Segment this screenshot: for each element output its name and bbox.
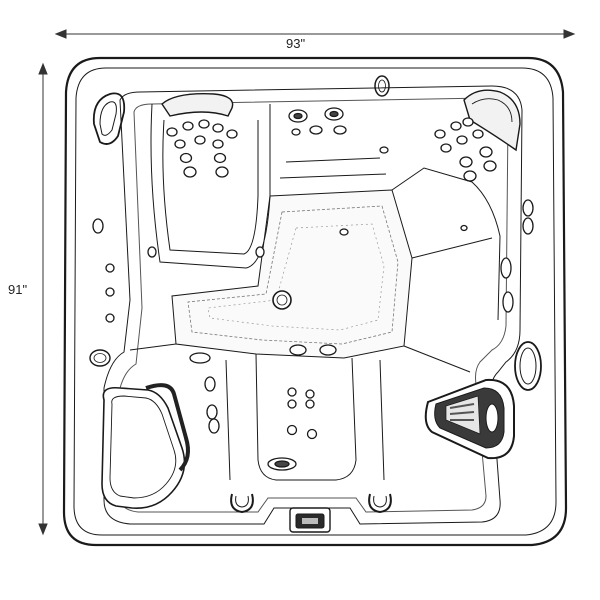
jets-left-wall bbox=[92, 218, 265, 323]
lounge-seat bbox=[101, 383, 190, 509]
width-dimension-label: 93" bbox=[286, 36, 306, 51]
jets-footwell bbox=[189, 228, 349, 364]
jets-bottom-left-seat bbox=[204, 376, 220, 434]
seat-dividers bbox=[129, 103, 501, 481]
jets-right-wall bbox=[460, 199, 534, 313]
step-handle-left bbox=[230, 493, 254, 514]
grab-handle-top bbox=[374, 75, 390, 97]
jets-bottom-center-seat bbox=[267, 387, 318, 471]
headrest-pillow-top-left bbox=[161, 93, 234, 117]
floor-drain bbox=[272, 290, 292, 310]
jets-top-left-seat bbox=[166, 119, 238, 178]
step-handle-right bbox=[368, 493, 392, 514]
interior-well bbox=[103, 85, 523, 525]
filter-skimmer bbox=[289, 507, 331, 533]
width-dimension-arrow bbox=[54, 29, 576, 39]
cup-holder-top-left bbox=[92, 92, 126, 145]
depth-dimension-arrow bbox=[38, 62, 48, 536]
footwell bbox=[171, 189, 413, 359]
headrest-pillow-top-right bbox=[463, 89, 521, 152]
depth-dimension-label: 91" bbox=[8, 282, 28, 297]
jets-top-center bbox=[288, 107, 347, 136]
jets-top-right-seat bbox=[379, 117, 497, 182]
cup-holder-right bbox=[514, 341, 542, 391]
cup-holder-left bbox=[89, 349, 111, 367]
control-panel bbox=[424, 378, 515, 460]
